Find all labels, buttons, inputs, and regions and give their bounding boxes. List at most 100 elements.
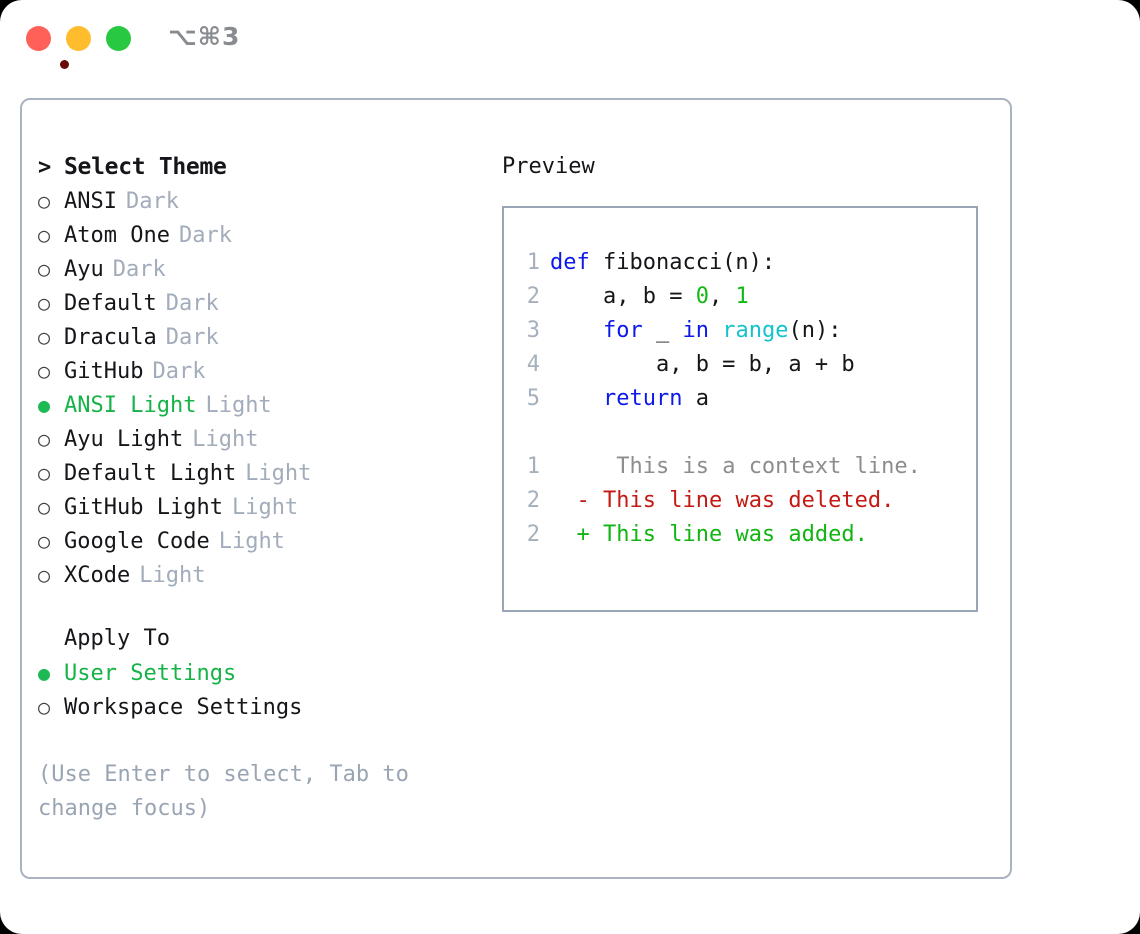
theme-list-item[interactable]: ○ Atom One Dark: [38, 218, 488, 252]
theme-list-item[interactable]: ○ Dracula Dark: [38, 320, 488, 354]
line-number: 1: [526, 250, 540, 275]
apply-to-title: Apply To: [64, 626, 170, 651]
radio-unselected-icon: ○: [38, 223, 51, 247]
line-number: 3: [526, 318, 540, 343]
theme-variant: Light: [192, 427, 259, 452]
code-token: 0: [695, 284, 709, 309]
theme-list-item[interactable]: ○ ANSI Dark: [38, 184, 488, 218]
code-token: [550, 386, 603, 411]
line-number: 2: [526, 284, 540, 309]
recording-indicator-icon: [60, 60, 69, 69]
theme-name: ANSI Light: [64, 393, 197, 418]
theme-name: Ayu: [64, 257, 104, 282]
select-theme-header: > Select Theme: [38, 150, 488, 184]
close-window-button[interactable]: [26, 26, 69, 69]
theme-variant: Light: [231, 495, 299, 520]
code-token: [709, 318, 722, 343]
theme-name: Default: [64, 291, 157, 316]
diff-marker: +: [550, 522, 590, 547]
prompt-marker-icon: >: [38, 155, 52, 180]
theme-variant: Dark: [152, 359, 206, 384]
code-line: 2 a, b = 0, 1: [518, 280, 976, 314]
code-line: 3 for _ in range(n):: [518, 314, 976, 348]
radio-selected-icon: ●: [38, 661, 51, 685]
theme-variant: Light: [218, 529, 285, 554]
theme-list-item[interactable]: ○ GitHub Dark: [38, 354, 488, 388]
radio-unselected-icon: ○: [38, 495, 51, 519]
diff-line: 1 This is a context line.: [518, 450, 976, 484]
theme-variant: Dark: [178, 223, 232, 248]
radio-unselected-icon: ○: [38, 325, 51, 349]
theme-variant: Dark: [165, 325, 219, 350]
theme-name: Atom One: [64, 223, 170, 248]
diff-text: This line was added.: [589, 522, 868, 547]
theme-name: XCode: [64, 563, 131, 588]
diff-text: This line was deleted.: [589, 488, 895, 513]
diff-line: 2 - This line was deleted.: [518, 484, 976, 518]
preview-title: Preview: [502, 154, 595, 179]
theme-name: Ayu Light: [64, 427, 184, 452]
line-number: 5: [526, 386, 540, 411]
theme-variant: Dark: [165, 291, 219, 316]
theme-name: GitHub Light: [64, 495, 223, 520]
radio-unselected-icon: ○: [38, 695, 51, 719]
code-token: range: [722, 318, 789, 343]
minimize-window-button[interactable]: [66, 26, 91, 51]
radio-unselected-icon: ○: [38, 291, 51, 315]
radio-unselected-icon: ○: [38, 529, 51, 553]
apply-to-option[interactable]: ●User Settings: [38, 656, 488, 690]
theme-list-item[interactable]: ○ GitHub Light Light: [38, 490, 488, 524]
select-theme-title: Select Theme: [64, 154, 227, 180]
code-token: a: [682, 386, 709, 411]
radio-selected-icon: ●: [38, 393, 51, 417]
theme-list-item[interactable]: ○ Default Light Light: [38, 456, 488, 490]
code-token: ,: [708, 284, 736, 309]
theme-variant: Dark: [112, 257, 166, 282]
theme-name: Default Light: [64, 461, 237, 486]
theme-list-item[interactable]: ● ANSI Light Light: [38, 388, 488, 422]
code-token: in: [682, 318, 709, 343]
apply-to-list: ●User Settings ○ Workspace Settings: [38, 656, 488, 724]
maximize-window-button[interactable]: [106, 26, 131, 51]
theme-list-item[interactable]: ○ XCode Light: [38, 558, 488, 592]
code-token: def: [550, 250, 603, 275]
theme-variant: Light: [245, 461, 312, 486]
theme-variant: Light: [139, 563, 206, 588]
radio-unselected-icon: ○: [38, 257, 51, 281]
theme-variant: Dark: [125, 189, 179, 214]
diff-text: This is a context line.: [589, 454, 921, 479]
radio-unselected-icon: ○: [38, 563, 51, 587]
radio-unselected-icon: ○: [38, 359, 51, 383]
theme-name: Dracula: [64, 325, 157, 350]
window-titlebar: ⌥⌘3: [0, 0, 1140, 78]
apply-to-option[interactable]: ○ Workspace Settings: [38, 690, 488, 724]
radio-unselected-icon: ○: [38, 461, 51, 485]
apply-to-label: Workspace Settings: [64, 695, 303, 720]
code-spacer: [518, 416, 976, 450]
window-title: ⌥⌘3: [168, 22, 241, 51]
theme-list-item[interactable]: ○ Ayu Dark: [38, 252, 488, 286]
code-token: 1: [735, 284, 749, 309]
theme-name: ANSI: [64, 189, 117, 214]
radio-unselected-icon: ○: [38, 189, 51, 213]
diff-marker: -: [550, 488, 590, 513]
line-number: 2: [526, 522, 540, 547]
code-token: _: [642, 318, 683, 343]
theme-name: GitHub: [64, 359, 144, 384]
theme-variant: Light: [205, 393, 272, 418]
apply-to-header: Apply To: [38, 622, 488, 656]
diff-marker: [550, 454, 590, 479]
theme-list-item[interactable]: ○ Default Dark: [38, 286, 488, 320]
keyboard-hint-text: (Use Enter to select, Tab to change focu…: [38, 762, 409, 821]
code-token: for: [602, 318, 643, 343]
